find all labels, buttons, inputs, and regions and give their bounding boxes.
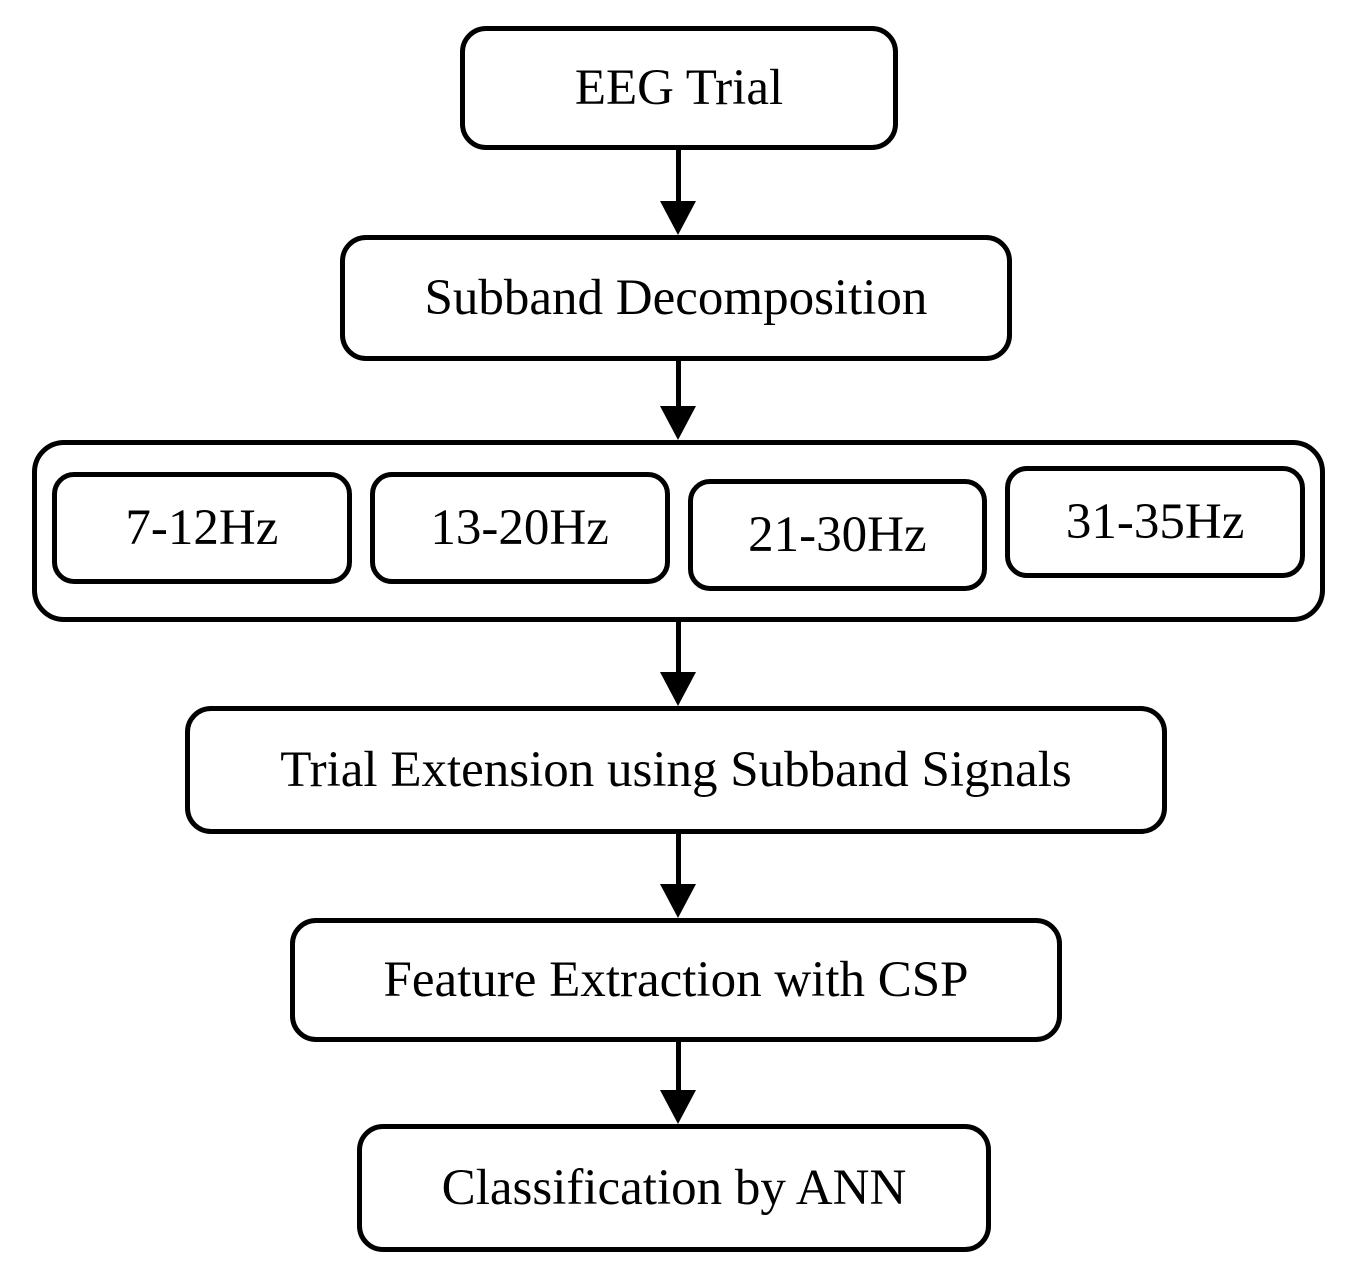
node-eeg-trial: EEG Trial [460, 26, 898, 150]
node-subband-7-12hz: 7-12Hz [52, 472, 352, 584]
flow-arrow-2 [658, 361, 698, 440]
arrow-down-icon [660, 201, 696, 235]
node-subband-31-35hz-label: 31-35Hz [1065, 493, 1245, 550]
node-trial-extension-label: Trial Extension using Subband Signals [280, 741, 1072, 798]
node-classification-label: Classification by ANN [441, 1159, 907, 1216]
subband-group: 7-12Hz 13-20Hz 21-30Hz 31-35Hz [32, 440, 1325, 622]
node-subband-31-35hz: 31-35Hz [1005, 466, 1305, 578]
arrow-down-icon [660, 672, 696, 706]
node-subband-21-30hz: 21-30Hz [687, 479, 988, 591]
node-trial-extension: Trial Extension using Subband Signals [185, 706, 1167, 834]
node-subband-7-12hz-label: 7-12Hz [125, 499, 279, 556]
node-subband-13-20hz: 13-20Hz [369, 472, 670, 584]
arrow-stem [675, 150, 681, 201]
flow-arrow-5 [658, 1042, 698, 1124]
arrow-stem [675, 1042, 681, 1090]
node-subband-decomposition: Subband Decomposition [340, 235, 1012, 361]
node-subband-21-30hz-label: 21-30Hz [748, 506, 927, 563]
node-feature-extraction: Feature Extraction with CSP [290, 918, 1062, 1042]
flow-arrow-1 [658, 150, 698, 235]
arrow-stem [675, 834, 681, 884]
flow-arrow-4 [658, 834, 698, 918]
arrow-stem [675, 622, 681, 672]
arrow-stem [675, 361, 681, 406]
node-classification: Classification by ANN [357, 1124, 991, 1252]
arrow-down-icon [660, 406, 696, 440]
arrow-down-icon [660, 1090, 696, 1124]
node-feature-extraction-label: Feature Extraction with CSP [383, 951, 969, 1008]
node-subband-13-20hz-label: 13-20Hz [430, 499, 609, 556]
arrow-down-icon [660, 884, 696, 918]
flow-arrow-3 [658, 622, 698, 706]
node-subband-decomposition-label: Subband Decomposition [424, 269, 928, 326]
node-eeg-trial-label: EEG Trial [574, 59, 784, 116]
